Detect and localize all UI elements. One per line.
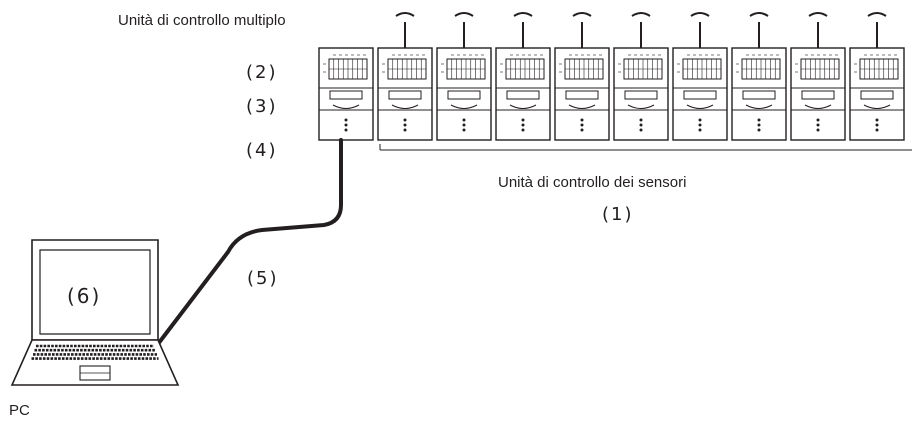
control-unit-row <box>318 12 905 141</box>
sensor-units-bracket <box>379 144 912 151</box>
callout-3: (3) <box>246 96 278 117</box>
sensor-control-unit <box>790 12 846 141</box>
sensor-control-unit <box>613 12 669 141</box>
communication-cable <box>156 138 343 346</box>
sensor-control-unit <box>377 12 433 141</box>
multi-control-unit-label: Unità di controllo multiplo <box>118 12 286 29</box>
callout-6: (6) <box>67 284 102 308</box>
pc-label: PC <box>9 402 30 419</box>
callout-1: (1) <box>602 204 634 225</box>
sensor-control-unit <box>849 12 905 141</box>
sensor-control-units-label: Unità di controllo dei sensori <box>498 174 687 191</box>
sensor-control-unit <box>495 12 551 141</box>
callout-2: (2) <box>246 62 278 83</box>
sensor-control-unit <box>731 12 787 141</box>
callout-5: (5) <box>247 268 279 289</box>
keyboard-icon <box>31 344 159 360</box>
sensor-control-unit <box>436 12 492 141</box>
callout-4: (4) <box>246 140 278 161</box>
laptop-icon <box>10 239 180 386</box>
sensor-control-unit <box>672 12 728 141</box>
multi-control-unit <box>318 47 374 141</box>
sensor-control-unit <box>554 12 610 141</box>
